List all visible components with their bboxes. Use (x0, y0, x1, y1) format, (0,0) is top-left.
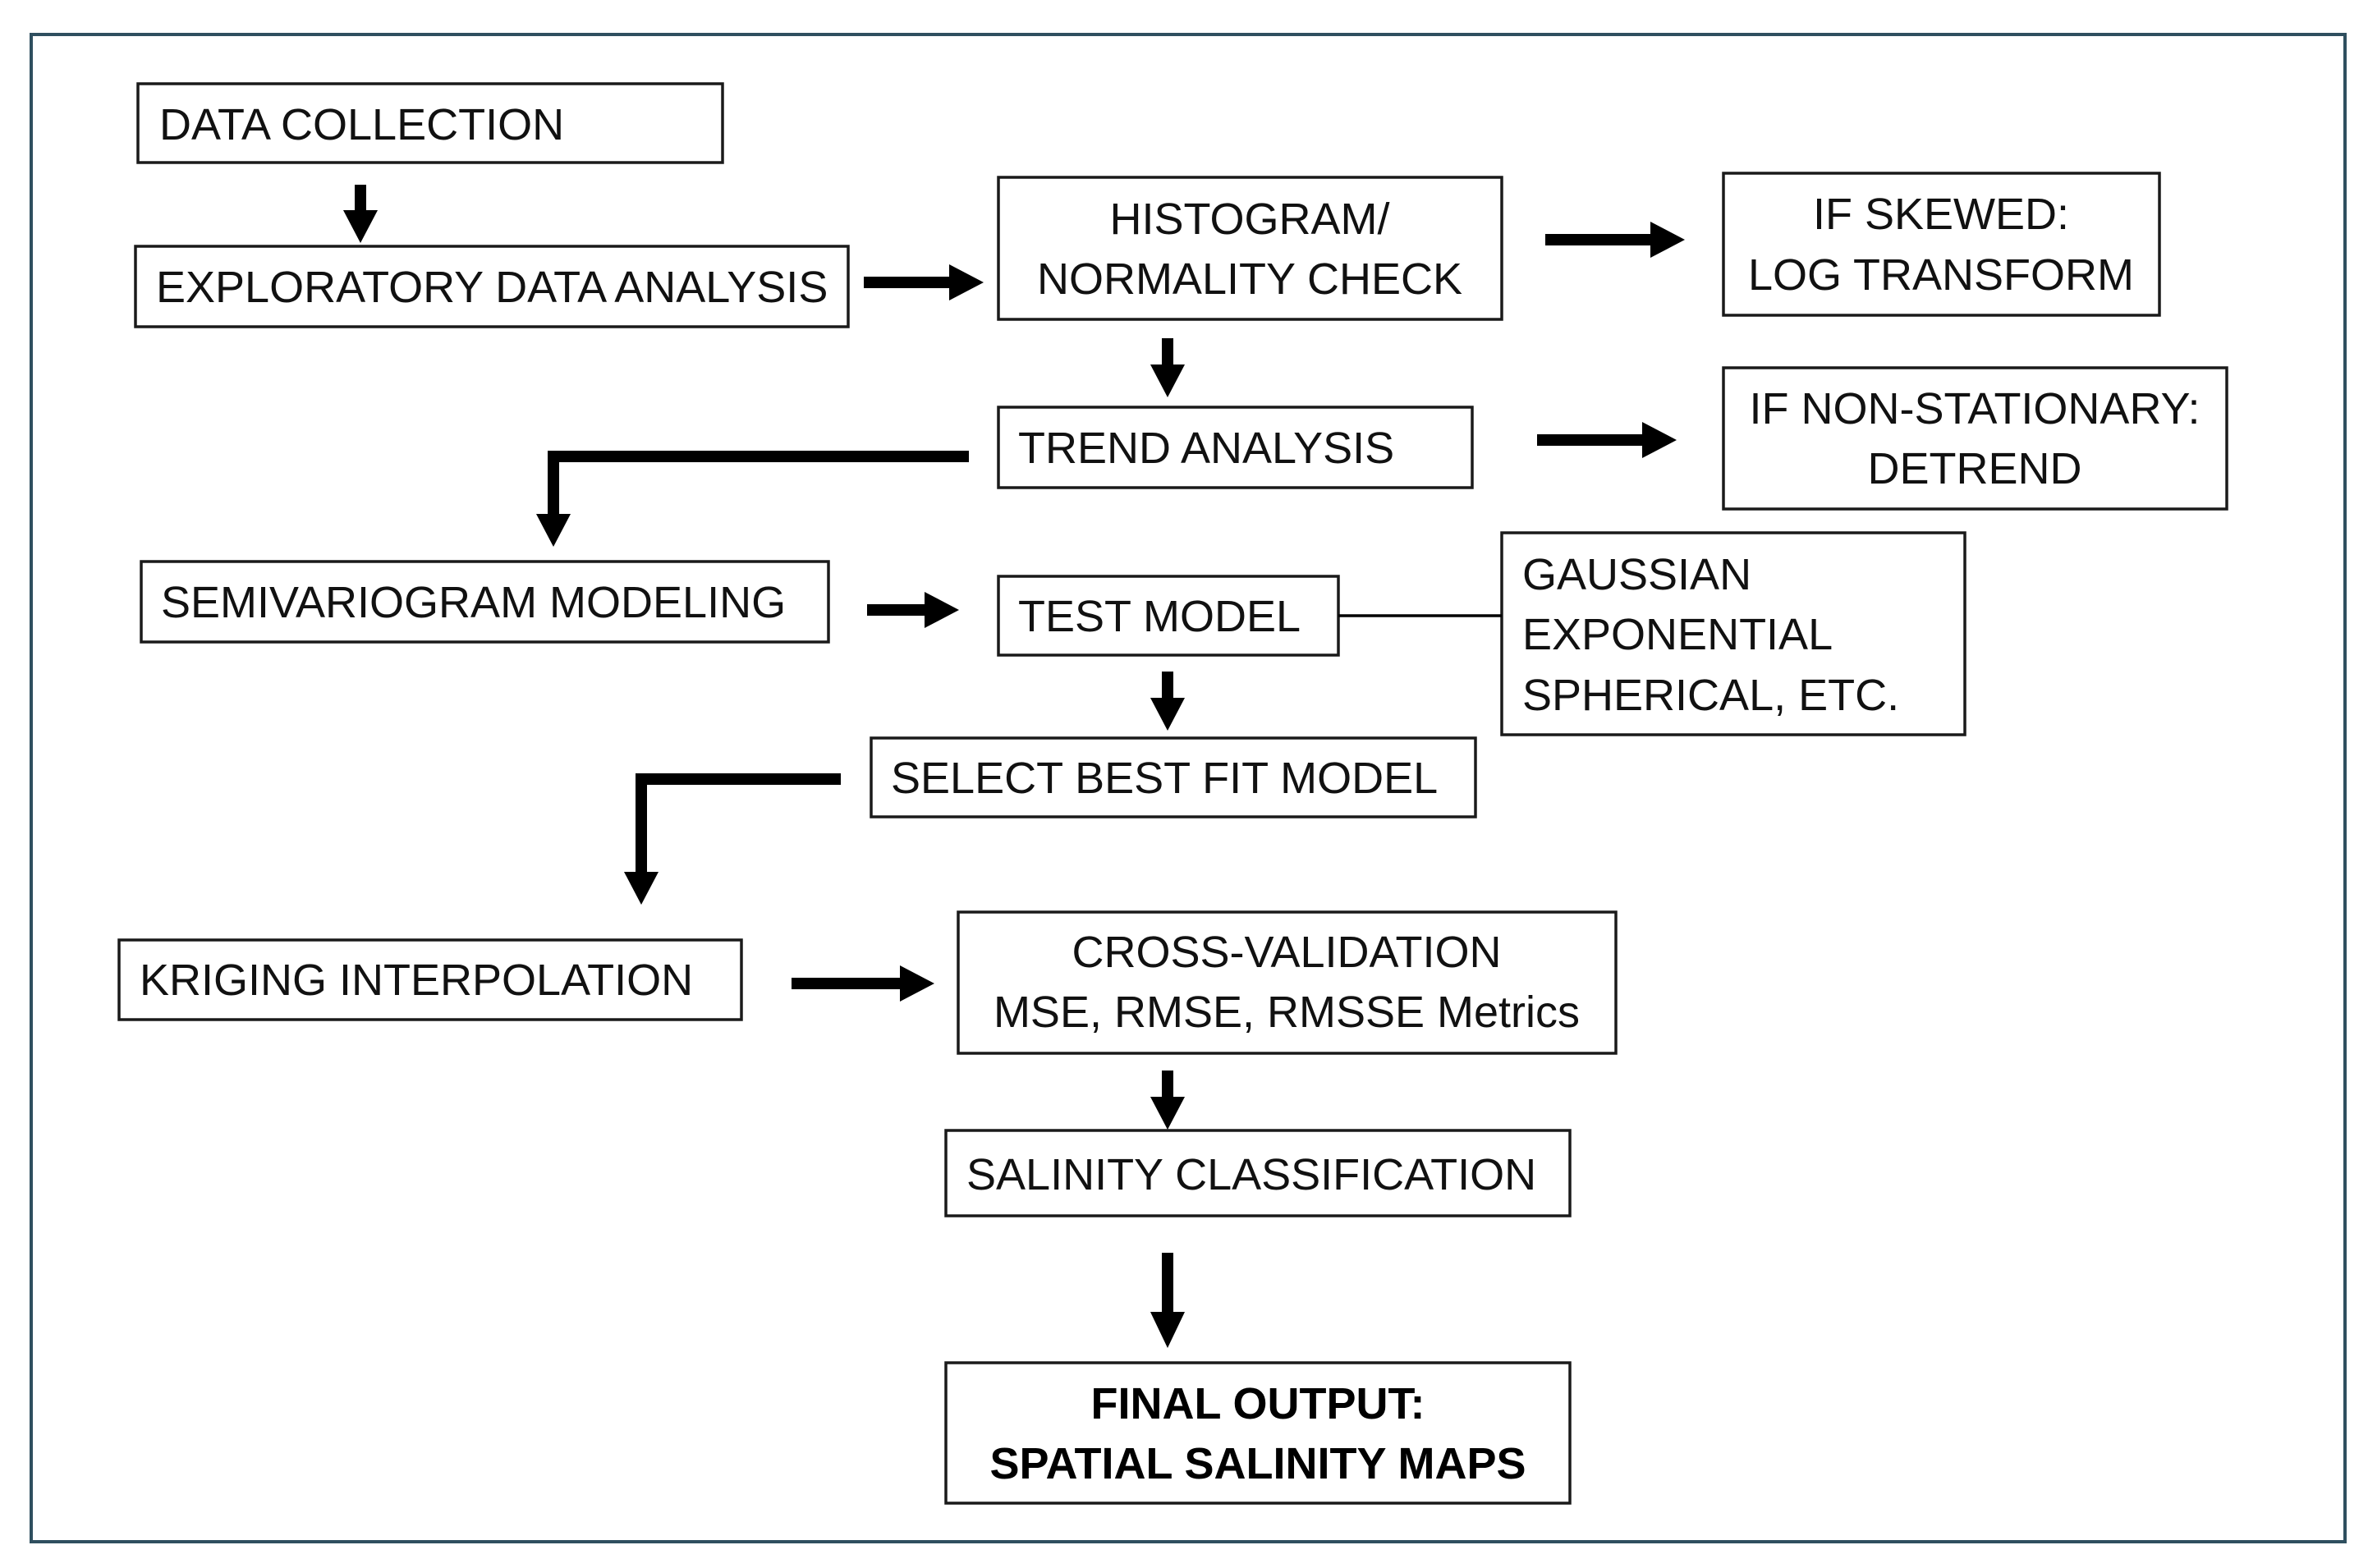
box-trend-analysis-label: TREND ANALYSIS (1018, 424, 1394, 473)
box-cross-validation: CROSS-VALIDATION MSE, RMSE, RMSSE Metric… (957, 910, 1618, 1055)
diagram-frame (30, 33, 2347, 1543)
box-test-model: TEST MODEL (997, 575, 1340, 657)
arrow-kriging-to-cross-validation (792, 965, 934, 1002)
box-salinity-classification: SALINITY CLASSIFICATION (944, 1129, 1572, 1217)
arrow-test-model-to-select-best (1150, 672, 1185, 731)
box-salinity-classification-label: SALINITY CLASSIFICATION (966, 1150, 1536, 1199)
box-histogram-normality-check: HISTOGRAM/ NORMALITY CHECK (997, 176, 1503, 321)
arrow-histogram-to-if-skewed (1545, 222, 1685, 258)
arrow-trend-to-if-non-stationary (1537, 422, 1677, 458)
box-final-output-line-2: SPATIAL SALINITY MAPS (989, 1439, 1526, 1488)
arrow-select-best-to-kriging (624, 773, 841, 905)
arrow-cross-validation-to-salinity-classification (1150, 1071, 1185, 1130)
box-if-skewed-line-1: IF SKEWED: (1813, 190, 2069, 239)
box-kriging-label: KRIGING INTERPOLATION (140, 956, 693, 1005)
box-data-collection-label: DATA COLLECTION (159, 100, 564, 149)
box-final-output-line-1: FINAL OUTPUT: (1091, 1379, 1425, 1428)
box-cross-validation-line-1: CROSS-VALIDATION (1072, 928, 1501, 977)
box-if-skewed: IF SKEWED: LOG TRANSFORM (1722, 172, 2161, 317)
box-kriging-interpolation: KRIGING INTERPOLATION (117, 938, 743, 1021)
box-final-output: FINAL OUTPUT: SPATIAL SALINITY MAPS (944, 1361, 1572, 1505)
box-histogram-line-2: NORMALITY CHECK (1037, 254, 1462, 304)
arrow-trend-to-semivariogram (536, 451, 969, 547)
model-type-exponential: EXPONENTIAL (1522, 610, 1833, 659)
box-if-non-stationary-line-1: IF NON-STATIONARY: (1749, 384, 2200, 433)
box-trend-analysis: TREND ANALYSIS (997, 406, 1474, 489)
box-select-best-fit-label: SELECT BEST FIT MODEL (891, 754, 1438, 803)
box-semivariogram-modeling: SEMIVARIOGRAM MODELING (140, 560, 830, 644)
box-if-non-stationary: IF NON-STATIONARY: DETREND (1722, 366, 2228, 511)
box-cross-validation-line-2: MSE, RMSE, RMSSE Metrics (994, 988, 1580, 1037)
box-eda-label: EXPLORATORY DATA ANALYSIS (156, 263, 828, 312)
arrow-salinity-classification-to-final-output (1150, 1253, 1185, 1348)
box-model-types: GAUSSIAN EXPONENTIAL SPHERICAL, ETC. (1500, 531, 1966, 736)
arrow-histogram-to-trend (1150, 338, 1185, 397)
box-histogram-line-1: HISTOGRAM/ (1109, 195, 1389, 244)
arrow-semivariogram-to-test-model (867, 592, 959, 628)
box-if-skewed-line-2: LOG TRANSFORM (1748, 250, 2134, 300)
model-type-spherical-etc: SPHERICAL, ETC. (1522, 671, 1899, 720)
box-select-best-fit-model: SELECT BEST FIT MODEL (870, 736, 1477, 818)
arrow-eda-to-histogram (864, 264, 984, 300)
model-type-gaussian: GAUSSIAN (1522, 550, 1751, 599)
arrow-data-collection-to-eda (343, 185, 378, 243)
box-test-model-label: TEST MODEL (1018, 592, 1301, 641)
box-data-collection: DATA COLLECTION (136, 82, 724, 164)
box-if-non-stationary-line-2: DETREND (1867, 444, 2081, 493)
box-semivariogram-label: SEMIVARIOGRAM MODELING (161, 578, 786, 627)
box-exploratory-data-analysis: EXPLORATORY DATA ANALYSIS (134, 245, 850, 328)
